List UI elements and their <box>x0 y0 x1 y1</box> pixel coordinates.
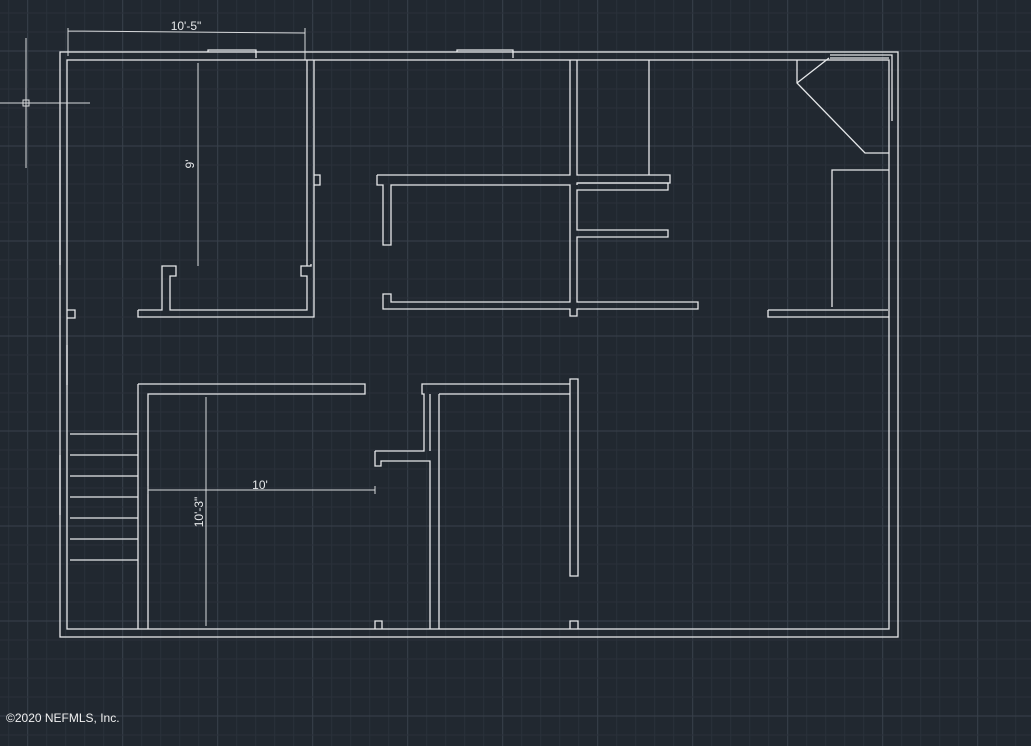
dim-bottom-width: 10' <box>252 478 268 492</box>
crosshair-cursor <box>0 38 90 168</box>
dimension-lines: 10'-5" 9' 10' 10'-3" <box>67 19 376 626</box>
dim-top-width: 10'-5" <box>171 19 202 33</box>
dim-bottom-height: 10'-3" <box>192 497 206 528</box>
walls <box>59 49 899 638</box>
dim-top-height: 9' <box>183 160 197 169</box>
copyright-text: ©2020 NEFMLS, Inc. <box>6 711 120 725</box>
